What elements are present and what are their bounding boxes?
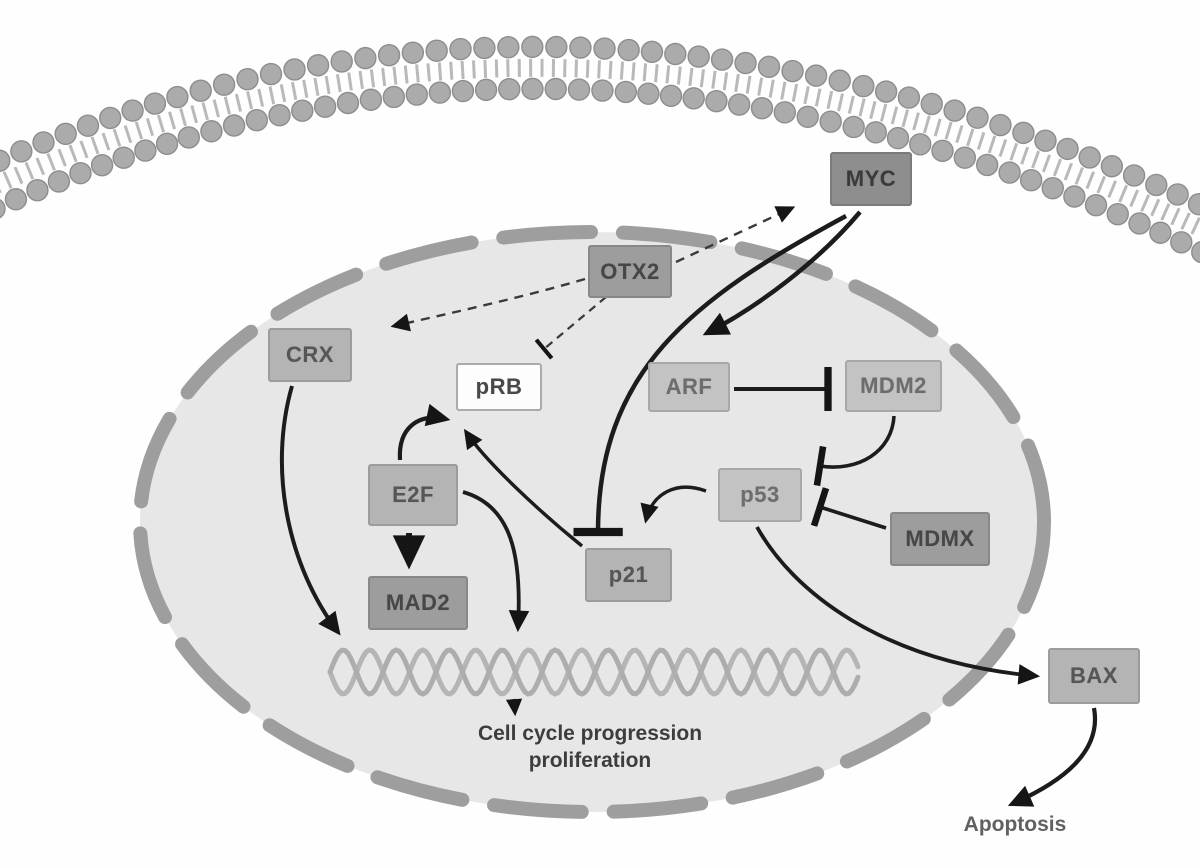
edge-otx2-activates-myc [675,206,796,264]
node-crx: CRX [268,328,352,382]
edge-mdm2-inhibits-p53 [813,415,896,487]
edge-bax-activates-apoptosis [1007,707,1098,807]
edge-p53-activates-p21 [640,485,707,524]
node-prb: pRB [456,363,542,411]
node-mdm2: MDM2 [845,360,942,412]
node-p53: p53 [718,468,802,522]
cell-cycle-caption-line2: proliferation [528,749,652,772]
node-p21: p21 [585,548,672,602]
node-otx2: OTX2 [588,245,672,298]
cell-cycle-caption: Cell cycle progression proliferation [420,720,760,774]
node-arf: ARF [648,362,730,412]
nuclear-envelope [133,225,1051,819]
node-mad2: MAD2 [368,576,468,630]
node-myc: MYC [830,152,912,206]
node-mdmx: MDMX [890,512,990,566]
nucleus-body [140,232,1044,812]
edge-dna-activates-cellcycle [505,698,523,717]
edge-myc-inhibits-p21 [573,214,848,537]
cell-cycle-caption-line1: Cell cycle progression [477,722,703,745]
edge-myc-activates-arf [702,210,862,336]
edge-otx2-activates-crx [390,277,586,332]
node-e2f: E2F [368,464,458,526]
edge-e2f-activates-dna [462,490,530,633]
cell-membrane [0,35,1200,264]
nuclear-dna-helix [327,647,861,697]
edges [279,206,1098,807]
edge-p53-activates-bax [755,526,1041,685]
node-bax: BAX [1048,648,1140,704]
edge-mdmx-inhibits-p53 [810,487,887,530]
edge-e2f-activates-prb [397,403,451,461]
edge-p21-activates-prb [463,428,584,548]
edge-crx-activates-dna [279,385,341,636]
apoptosis-caption: Apoptosis [963,813,1067,836]
